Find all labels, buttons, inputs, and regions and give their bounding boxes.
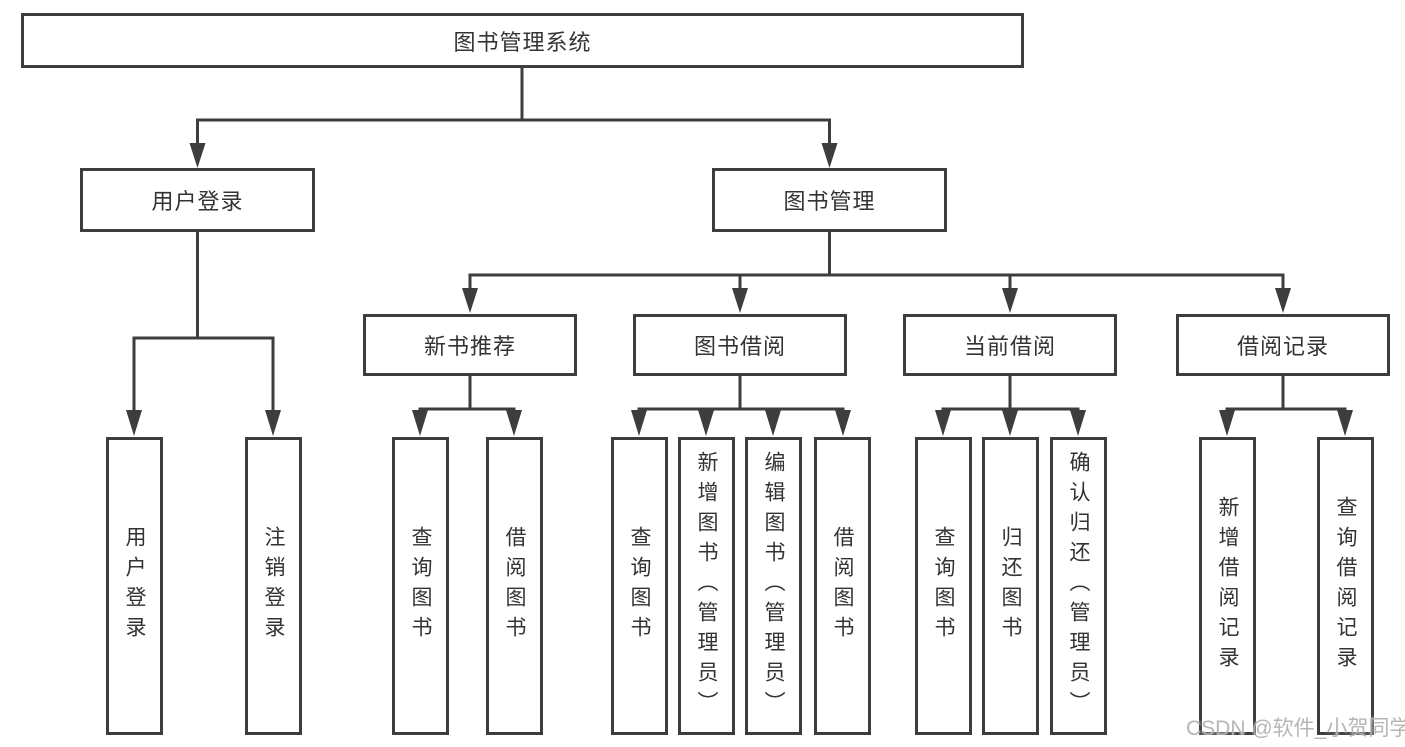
arrowhead-newbook [462, 288, 478, 313]
node-label: 新书推荐 [423, 334, 516, 359]
node-current-borrow: 当前借阅 [903, 314, 1117, 376]
leaf-query-book-borrow: 查询图书 [611, 437, 668, 735]
arrowhead-userlogin [189, 143, 206, 168]
arrowhead-leaf-borrow1 [506, 410, 522, 436]
leaf-label: 查询图书 [409, 526, 432, 646]
arrowhead-borrow [732, 288, 748, 313]
leaf-borrow-book-recommend: 借阅图书 [486, 437, 543, 735]
leaf-query-borrow-record: 查询借阅记录 [1317, 437, 1374, 735]
arrowhead-leaf-queryrecord [1337, 410, 1353, 436]
edge-records-split [1225, 407, 1347, 411]
arrowheads [126, 143, 1353, 436]
leaf-edit-book-admin: 编辑图书（管理员） [745, 437, 802, 735]
edge-userlogin-split [132, 336, 275, 411]
node-label: 图书管理 [783, 189, 876, 214]
arrowhead-leaf-borrow2 [835, 410, 851, 436]
leaf-user-login: 用户登录 [106, 437, 163, 735]
csdn-watermark: CSDN @软件_小贺同学 [1186, 717, 1405, 740]
edge-newbook-split [418, 407, 516, 411]
leaf-query-book-recommend: 查询图书 [392, 437, 449, 735]
leaf-borrow-book: 借阅图书 [814, 437, 871, 735]
node-label: 当前借阅 [963, 334, 1056, 359]
leaf-label: 注销登录 [262, 526, 285, 646]
leaf-label: 确认归还（管理员） [1067, 451, 1090, 721]
leaf-query-book-current: 查询图书 [915, 437, 972, 735]
leaf-add-book-admin: 新增图书（管理员） [678, 437, 735, 735]
node-label: 图书借阅 [693, 334, 786, 359]
leaf-label: 新增图书（管理员） [695, 451, 718, 721]
arrowhead-leaf-logout [265, 410, 281, 436]
arrowhead-leaf-login [126, 410, 142, 436]
arrowhead-leaf-query3 [935, 410, 951, 436]
node-book-borrow: 图书借阅 [633, 314, 847, 376]
node-book-management: 图书管理 [712, 168, 947, 232]
leaf-label: 用户登录 [123, 526, 146, 646]
edge-bookmgmt-split [468, 273, 1285, 289]
leaf-label: 借阅图书 [831, 526, 854, 646]
leaf-logout: 注销登录 [245, 437, 302, 735]
edge-borrow-split [637, 407, 845, 411]
arrowhead-records [1275, 288, 1291, 313]
arrowhead-leaf-confirm [1070, 410, 1086, 436]
arrowhead-leaf-query1 [412, 410, 428, 436]
leaf-label: 查询借阅记录 [1334, 496, 1357, 676]
node-borrow-records: 借阅记录 [1176, 314, 1390, 376]
node-user-login: 用户登录 [80, 168, 315, 232]
arrowhead-leaf-addbook [698, 410, 714, 436]
node-label: 用户登录 [151, 189, 244, 214]
arrowhead-leaf-return [1002, 410, 1018, 436]
leaf-label: 借阅图书 [503, 526, 526, 646]
node-library-management-system: 图书管理系统 [21, 13, 1024, 68]
leaf-label: 编辑图书（管理员） [762, 451, 785, 721]
leaf-label: 查询图书 [932, 526, 955, 646]
leaf-add-borrow-record: 新增借阅记录 [1199, 437, 1256, 735]
node-label: 借阅记录 [1236, 334, 1329, 359]
node-new-book-recommend: 新书推荐 [363, 314, 577, 376]
arrowhead-leaf-addrecord [1219, 410, 1235, 436]
leaf-label: 查询图书 [628, 526, 651, 646]
arrowhead-bookmgmt [821, 143, 838, 168]
leaf-label: 归还图书 [999, 526, 1022, 646]
node-label: 图书管理系统 [453, 29, 592, 55]
leaf-return-book: 归还图书 [982, 437, 1039, 735]
edge-root-split [196, 118, 831, 144]
leaf-label: 新增借阅记录 [1216, 496, 1239, 676]
arrowhead-leaf-editbook [765, 410, 781, 436]
leaf-confirm-return-admin: 确认归还（管理员） [1050, 437, 1107, 735]
arrowhead-current [1002, 288, 1018, 313]
arrowhead-leaf-query2 [631, 410, 647, 436]
